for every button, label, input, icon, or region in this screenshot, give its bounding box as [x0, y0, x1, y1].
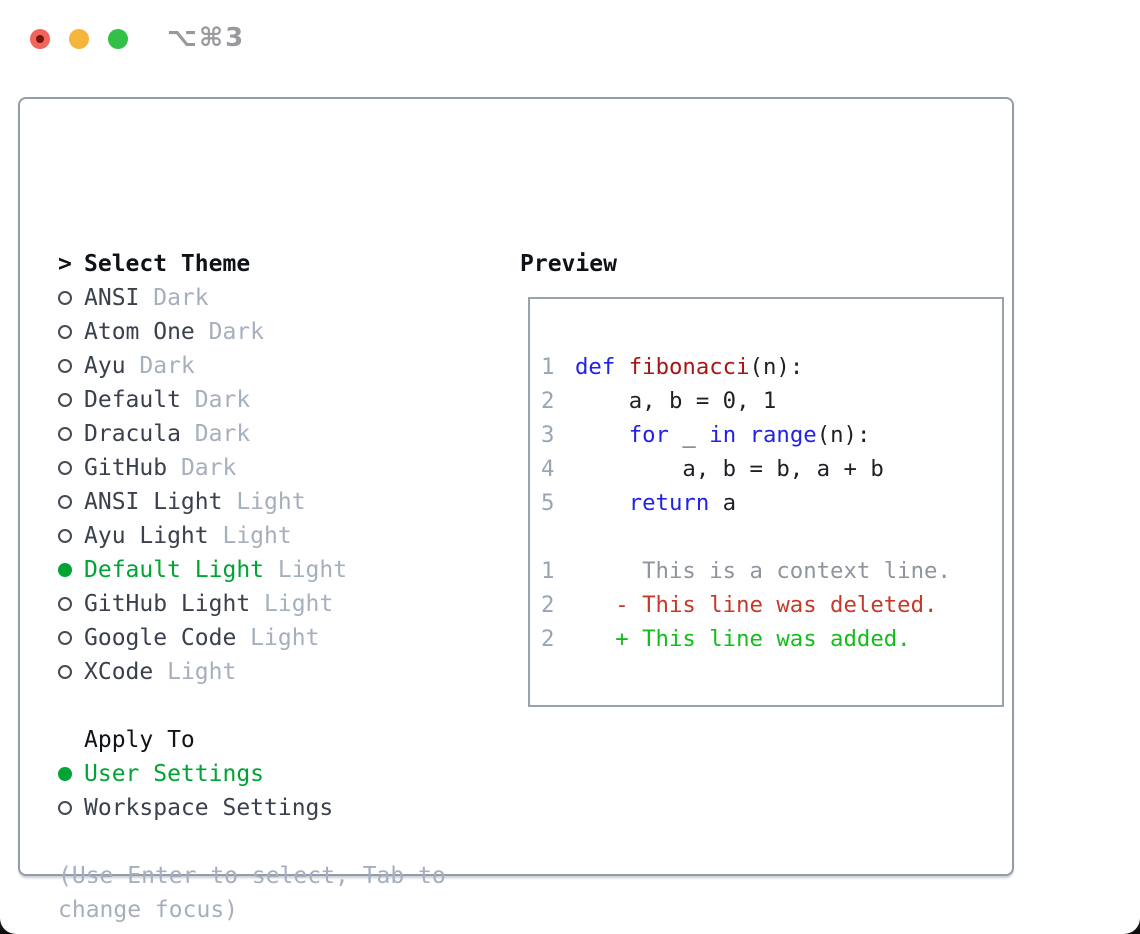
minimize-button[interactable]	[69, 29, 89, 49]
radio-icon	[58, 461, 84, 475]
select-theme-header: Select Theme	[84, 251, 251, 277]
apply-option-label: Workspace Settings	[84, 795, 334, 821]
zoom-button[interactable]	[108, 29, 128, 49]
radio-icon	[58, 597, 84, 611]
theme-option-label: Ayu Dark	[84, 353, 195, 379]
radio-icon	[58, 495, 84, 509]
line-number: 2	[541, 626, 555, 652]
line-number: 1	[541, 354, 555, 380]
radio-icon	[58, 427, 84, 441]
line-number: 4	[541, 456, 555, 482]
line-number: 2	[541, 592, 555, 618]
code-line: 2 + This line was added.	[541, 622, 1002, 656]
theme-option-label: Google Code Light	[84, 625, 320, 651]
apply-to-header: Apply To	[84, 727, 195, 753]
radio-icon	[58, 325, 84, 339]
line-number: 2	[541, 388, 555, 414]
theme-option-label: Ayu Light Light	[84, 523, 292, 549]
code-line: 1 This is a context line.	[541, 554, 1002, 588]
select-theme-header-row: > Select Theme	[58, 247, 490, 281]
radio-selected-icon	[58, 767, 84, 781]
focus-caret-icon: >	[58, 251, 72, 277]
theme-option-xcode-light[interactable]: XCode Light	[58, 655, 490, 689]
radio-icon	[58, 359, 84, 373]
radio-icon	[58, 393, 84, 407]
theme-option-label: Default Light Light	[84, 557, 348, 583]
line-number: 1	[541, 558, 555, 584]
code-line: 2 - This line was deleted.	[541, 588, 1002, 622]
radio-icon	[58, 529, 84, 543]
help-text: (Use Enter to select, Tab to change focu…	[58, 863, 446, 923]
theme-option-github-dark[interactable]: GitHub Dark	[58, 451, 490, 485]
record-dot-icon	[36, 35, 44, 43]
theme-option-ayu-light-light[interactable]: Ayu Light Light	[58, 519, 490, 553]
theme-option-ansi-dark[interactable]: ANSI Dark	[58, 281, 490, 315]
code-line: 2 a, b = 0, 1	[541, 384, 1002, 418]
code-line: 5 return a	[541, 486, 1002, 520]
theme-option-default-dark[interactable]: Default Dark	[58, 383, 490, 417]
apply-option-label: User Settings	[84, 761, 265, 787]
theme-option-label: GitHub Dark	[84, 455, 237, 481]
apply-to-header-row: Apply To	[58, 723, 490, 757]
radio-selected-icon	[58, 563, 84, 577]
line-number: 3	[541, 422, 555, 448]
code-line	[541, 520, 1002, 554]
theme-option-label: XCode Light	[84, 659, 237, 685]
radio-icon	[58, 801, 84, 815]
theme-option-github-light-light[interactable]: GitHub Light Light	[58, 587, 490, 621]
theme-option-label: Atom One Dark	[84, 319, 265, 345]
radio-icon	[58, 665, 84, 679]
theme-option-label: GitHub Light Light	[84, 591, 334, 617]
code-line: 3 for _ in range(n):	[541, 418, 1002, 452]
theme-option-ansi-light-light[interactable]: ANSI Light Light	[58, 485, 490, 519]
apply-option-user-settings[interactable]: User Settings	[58, 757, 490, 791]
radio-icon	[58, 291, 84, 305]
theme-option-label: ANSI Dark	[84, 285, 209, 311]
theme-option-label: Default Dark	[84, 387, 251, 413]
spacer	[58, 689, 490, 723]
theme-option-dracula-dark[interactable]: Dracula Dark	[58, 417, 490, 451]
radio-icon	[58, 631, 84, 645]
apply-option-workspace-settings[interactable]: Workspace Settings	[58, 791, 490, 825]
close-button[interactable]	[30, 29, 50, 49]
theme-option-ayu-dark[interactable]: Ayu Dark	[58, 349, 490, 383]
code-line: 4 a, b = b, a + b	[541, 452, 1002, 486]
spacer	[58, 825, 490, 859]
theme-option-default-light-light[interactable]: Default Light Light	[58, 553, 490, 587]
line-number: 5	[541, 490, 555, 516]
theme-option-atom-one-dark[interactable]: Atom One Dark	[58, 315, 490, 349]
theme-option-google-code-light[interactable]: Google Code Light	[58, 621, 490, 655]
theme-option-label: Dracula Dark	[84, 421, 251, 447]
window-title: ⌥⌘3	[167, 23, 246, 53]
theme-option-label: ANSI Light Light	[84, 489, 306, 515]
preview-header: Preview	[520, 251, 617, 277]
